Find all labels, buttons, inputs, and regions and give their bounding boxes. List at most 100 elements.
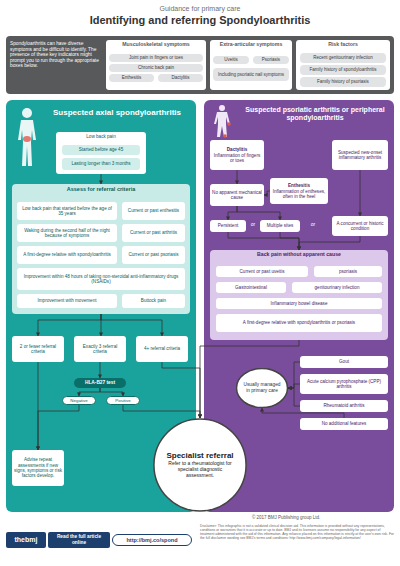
- node-text: 4+ referral criteria: [144, 346, 180, 351]
- feature-pill: Current or past uveitis: [216, 266, 308, 277]
- symptom-panel: Spondyloarthritis can have diverse sympt…: [6, 36, 394, 94]
- feature-pill: genitourinary infection: [292, 282, 382, 293]
- symptom-box: EnthesitisInflammation of entheses, ofte…: [270, 178, 328, 204]
- node-text: Read the full article online: [50, 534, 108, 545]
- heading-area: Risk factors: [298, 42, 388, 48]
- node-text: A concurrent or historic condition: [334, 221, 386, 232]
- node-text: A first-degree relative with spondyloart…: [23, 252, 111, 257]
- result-pill: Negative: [62, 396, 96, 405]
- diagnosis-box: Acute calcium pyrophosphate (CPP) arthri…: [300, 374, 388, 394]
- node-text: Lasting longer than 3 months: [71, 161, 130, 166]
- connector-word: or: [246, 222, 260, 228]
- symptom-pill: Chronic back pain: [109, 64, 203, 72]
- node-text: Chronic back pain: [138, 65, 174, 70]
- node-text: Gout: [339, 359, 349, 364]
- heading-area: Suspected axial spondyloarthritis: [46, 108, 188, 117]
- symptom-box: Suspected new-onset inflammatory arthrit…: [332, 140, 388, 170]
- node-text: Inflammatory bowel disease: [271, 301, 328, 306]
- condition-box: A concurrent or historic condition: [332, 216, 388, 236]
- node-text: Improvement with movement: [38, 298, 97, 303]
- symptom-group: Risk factorsRecent genitourinary infecti…: [296, 40, 390, 90]
- node-text: Current or past enthesitis: [128, 208, 179, 213]
- node-text: Usually managed in primary care: [243, 382, 281, 393]
- node-text: Family history of spondyloarthritis: [310, 67, 377, 72]
- node-text: Suspected new-onset inflammatory arthrit…: [334, 150, 386, 161]
- node-text: http://bmj.co/spond: [126, 537, 177, 543]
- criterion-box: Improvement with movement: [17, 294, 117, 308]
- diagnosis-box: No additional features: [300, 418, 388, 430]
- heading-area: Low back pain: [58, 134, 144, 139]
- node-body: Inflammation of fingers or toes: [212, 153, 262, 164]
- node-text: Enthesitis: [122, 75, 142, 80]
- criterion-box: Buttock pain: [122, 294, 185, 308]
- node-text: Low back pain that started before the ag…: [19, 206, 115, 217]
- node-text: Risk factors: [298, 42, 388, 48]
- node-text: Uveitis: [224, 57, 238, 62]
- criterion-pill: Started before age 45: [62, 145, 140, 155]
- node-text: Musculoskeletal symptoms: [108, 42, 204, 48]
- connector-word: or: [302, 222, 324, 228]
- outcome-box: 4+ referral criteria: [136, 336, 188, 362]
- node-text: HLA-B27 test: [85, 380, 115, 386]
- referral-circle: Specialist referralRefer to a rheumatolo…: [153, 418, 247, 512]
- node-text: Specialist referral: [166, 451, 233, 460]
- condition-box: No apparent mechanical cause: [210, 184, 264, 206]
- criterion-box: Current or past psoriasis: [122, 246, 185, 264]
- heading-area: Back pain without apparent cause: [212, 252, 386, 258]
- criterion-box: Current or past arthritis: [122, 224, 185, 242]
- symptom-pill: Including psoriatic nail symptoms: [213, 68, 289, 81]
- node-text: Low back pain: [58, 134, 144, 139]
- footer-button: Read the full article online: [48, 532, 110, 548]
- features-box: Back pain without apparent causeCurrent …: [210, 250, 388, 340]
- node-text: Acute calcium pyrophosphate (CPP) arthri…: [302, 379, 386, 390]
- node-body: Inflammation of entheses, often in the h…: [272, 189, 326, 200]
- advice-box: Advise repeat assessments if new signs, …: [12, 450, 64, 486]
- criterion-box: Waking during the second half of the nig…: [17, 224, 117, 242]
- copyright: © 2017 BMJ Publishing group Ltd.: [252, 515, 394, 520]
- node-text: Waking during the second half of the nig…: [19, 228, 115, 239]
- diagnosis-box: Gout: [300, 356, 388, 368]
- symptom-pill: Enthesitis: [109, 74, 154, 82]
- node-text: Enthesitis: [288, 183, 310, 188]
- symptom-box: DactylitisInflammation of fingers or toe…: [210, 140, 264, 170]
- outcome-box: Exactly 3 referral criteria: [74, 336, 126, 362]
- heading-area: Musculoskeletal symptoms: [108, 42, 204, 48]
- flow-arrow: [360, 170, 361, 216]
- node-text: Buttock pain: [141, 298, 166, 303]
- node-text: Current or past uveitis: [240, 269, 285, 274]
- risk-pill: Family history of psoriasis: [300, 77, 386, 87]
- node-text: Current or past arthritis: [130, 230, 177, 235]
- symptom-pill: Joint pain in fingers or toes: [109, 54, 203, 62]
- criterion-box: Improvement within 48 hours of taking no…: [17, 268, 185, 290]
- test-box: HLA-B27 test: [74, 378, 126, 388]
- heading-area: Suspected psoriatic arthritis or periphe…: [240, 106, 390, 122]
- node-text: Exactly 3 referral criteria: [76, 344, 124, 355]
- criterion-box: Low back pain that started before the ag…: [17, 202, 117, 220]
- node-text: Positive: [115, 398, 130, 403]
- node-text: Including psoriatic nail symptoms: [218, 72, 284, 77]
- condition-box: Persistent: [210, 220, 246, 232]
- node-text: Improvement within 48 hours of taking no…: [19, 274, 183, 285]
- node-text: Assess for referral criteria: [14, 186, 188, 192]
- symptom-pill: Psoriasis: [253, 56, 289, 64]
- node-text: Multiple sites: [267, 223, 294, 228]
- flow-arrow: [237, 170, 238, 184]
- subtitle: Guidance for primary care: [6, 5, 394, 13]
- node-text: A first-degree relative with spondyloart…: [243, 320, 355, 325]
- node-text: Rheumatoid arthritis: [323, 403, 364, 408]
- body-figure: [210, 104, 234, 138]
- result-pill: Positive: [106, 396, 140, 405]
- heading-area: Assess for referral criteria: [14, 186, 188, 192]
- referral-criteria-box: Assess for referral criteriaLow back pai…: [12, 184, 190, 314]
- feature-pill: psoriasis: [314, 266, 382, 277]
- node-text: Back pain without apparent cause: [212, 252, 386, 258]
- node-text: Family history of psoriasis: [317, 79, 369, 84]
- risk-pill: Recent genitourinary infection: [300, 53, 386, 63]
- node-text: 2 or fewer referral criteria: [14, 344, 62, 355]
- node-text: No additional features: [322, 421, 367, 426]
- criterion-box: A first-degree relative with spondyloart…: [17, 246, 117, 264]
- low-back-pain-box: Low back painStarted before age 45 Lastin…: [56, 132, 146, 174]
- logo-text: thebmj: [6, 532, 46, 548]
- heading-area: Extra-articular symptoms: [212, 42, 290, 48]
- node-text: Advise repeat assessments if new signs, …: [14, 457, 62, 478]
